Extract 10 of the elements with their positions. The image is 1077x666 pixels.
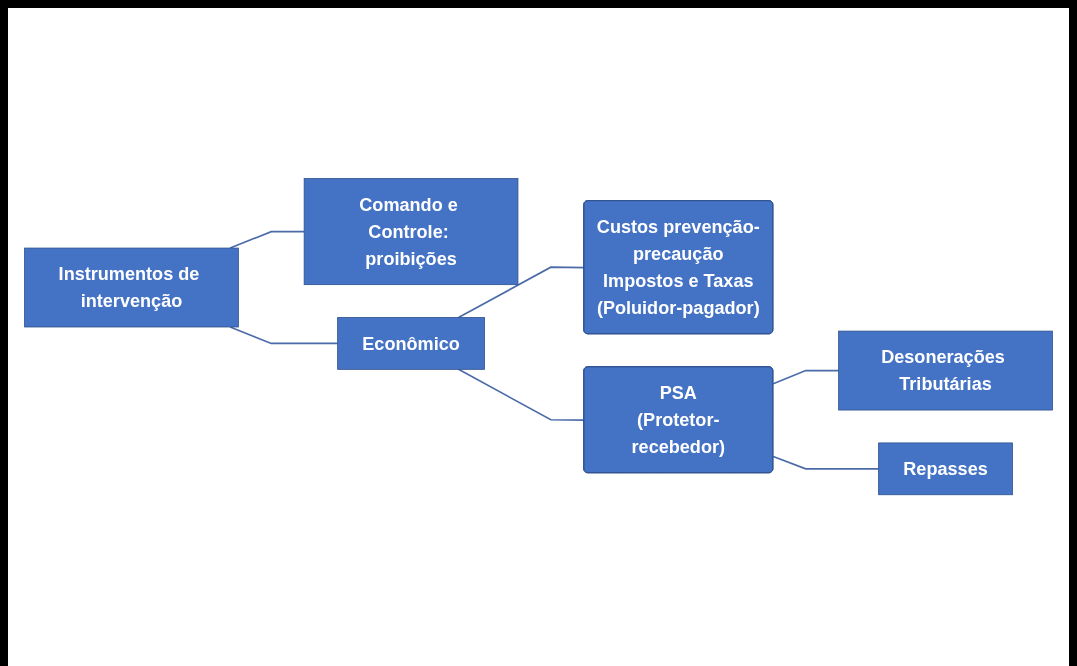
node-box: Desonerações Tributárias [838, 331, 1053, 411]
connector [772, 456, 880, 470]
connector [457, 266, 585, 319]
connector [772, 370, 840, 385]
node-box: Econômico [337, 317, 485, 371]
connector [229, 231, 305, 250]
connector [457, 368, 585, 422]
node-box: Repasses [878, 442, 1013, 496]
node-box: Instrumentos de intervenção [24, 248, 239, 328]
node-box: Comando e Controle: proibições [303, 178, 519, 286]
